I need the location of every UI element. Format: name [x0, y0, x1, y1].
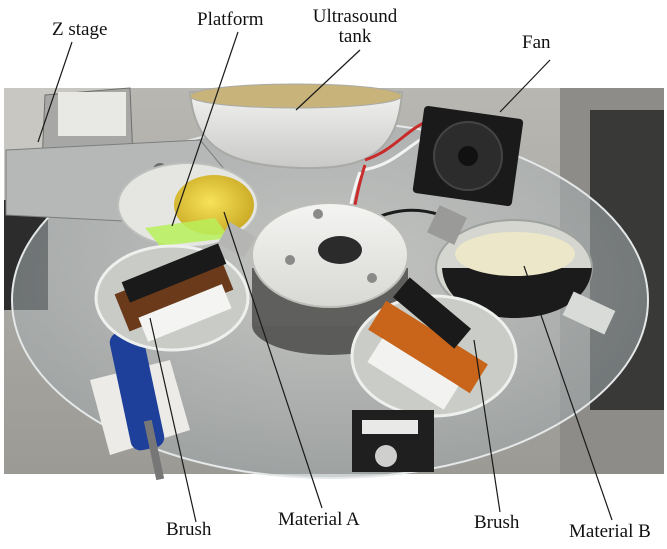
hub-center-hole	[318, 236, 362, 264]
label-ultrasound-line2: tank	[338, 25, 372, 47]
label-material-a: Material A	[278, 509, 360, 530]
brush-left-pad	[138, 284, 232, 342]
leader-line-platform	[171, 31, 239, 227]
hub-bolt	[367, 273, 377, 283]
leader-line-material-b	[523, 265, 613, 521]
material-b-holder	[562, 291, 616, 335]
screwdriver-shaft	[143, 419, 165, 481]
ultrasound-tank-rim	[189, 83, 403, 109]
label-brush-right: Brush	[474, 512, 520, 533]
label-ultrasound-tank: Ultrasound tank	[300, 7, 410, 47]
label-z-stage: Z stage	[52, 19, 108, 40]
brush-left-clamp	[218, 222, 256, 258]
platform-plate	[145, 218, 230, 246]
brush-left-bristles	[121, 243, 227, 303]
z-stage-sticker	[58, 92, 126, 136]
motor-label	[362, 420, 418, 434]
label-brush-left: Brush	[166, 519, 212, 540]
material-b-light-area	[455, 232, 575, 276]
leader-line-fan	[499, 59, 551, 113]
label-ultrasound-line1: Ultrasound	[312, 6, 398, 27]
brush-right-pad	[367, 338, 459, 410]
leader-line-ultrasound	[295, 49, 361, 111]
leader-line-z-stage	[37, 41, 73, 143]
leader-line-material-a	[223, 211, 323, 509]
brush-right-frame	[368, 300, 488, 394]
motor-dial	[375, 445, 397, 467]
fan-hub	[458, 146, 478, 166]
brush-right-bristles	[393, 277, 471, 349]
label-material-b: Material B	[569, 521, 651, 542]
label-fan: Fan	[522, 32, 551, 53]
material-a-resin	[174, 175, 254, 235]
hub-bolt	[313, 209, 323, 219]
ultrasound-tank	[188, 91, 404, 170]
label-platform: Platform	[197, 9, 264, 30]
leader-line-brush-right	[473, 339, 501, 513]
leader-lines	[37, 31, 613, 523]
leader-line-brush-left	[149, 317, 197, 523]
hub-bolt	[285, 255, 295, 265]
material-b-clamp	[427, 205, 467, 245]
